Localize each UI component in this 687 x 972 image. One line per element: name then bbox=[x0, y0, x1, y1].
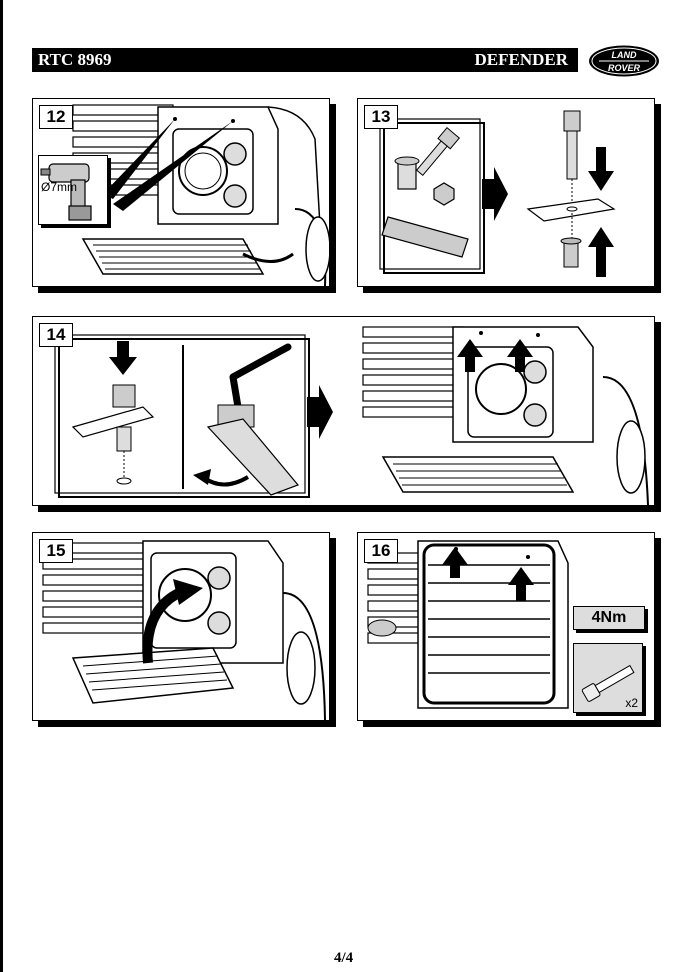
step-12-number: 12 bbox=[39, 105, 73, 129]
step-14-number: 14 bbox=[39, 323, 73, 347]
drill-icon bbox=[40, 163, 92, 221]
vehicle-model: DEFENDER bbox=[474, 50, 568, 69]
step-14-illustration bbox=[54, 326, 649, 505]
step-15-panel: 15 bbox=[32, 532, 330, 721]
step-12-illustration bbox=[72, 104, 329, 286]
page-number: 4/4 bbox=[334, 950, 354, 966]
bolt-quantity-inset: x2 bbox=[573, 643, 643, 713]
left-margin-rule bbox=[0, 0, 3, 972]
step-16-number: 16 bbox=[364, 539, 398, 563]
logo-text-bottom: ROVER bbox=[608, 63, 641, 73]
land-rover-logo: LAND ROVER bbox=[587, 44, 661, 78]
header-bar: RTC 8969 DEFENDER bbox=[32, 48, 578, 72]
drill-inset: Ø7mm bbox=[38, 155, 108, 225]
step-13-illustration bbox=[379, 110, 616, 277]
document-code: RTC 8969 bbox=[38, 50, 112, 69]
logo-text-top: LAND bbox=[612, 50, 637, 60]
bolt-icon bbox=[581, 664, 635, 702]
drill-size-label: Ø7mm bbox=[41, 180, 77, 194]
torque-spec: 4Nm bbox=[573, 606, 645, 630]
bolt-quantity: x2 bbox=[625, 696, 638, 710]
step-16-illustration bbox=[367, 540, 569, 709]
step-14-panel: 14 bbox=[32, 316, 655, 506]
step-12-panel: 12 Ø7mm bbox=[32, 98, 330, 287]
step-13-panel: 13 bbox=[357, 98, 655, 287]
step-13-number: 13 bbox=[364, 105, 398, 129]
step-15-illustration bbox=[42, 540, 326, 720]
step-15-number: 15 bbox=[39, 539, 73, 563]
step-16-panel: 16 4Nm x2 bbox=[357, 532, 655, 721]
